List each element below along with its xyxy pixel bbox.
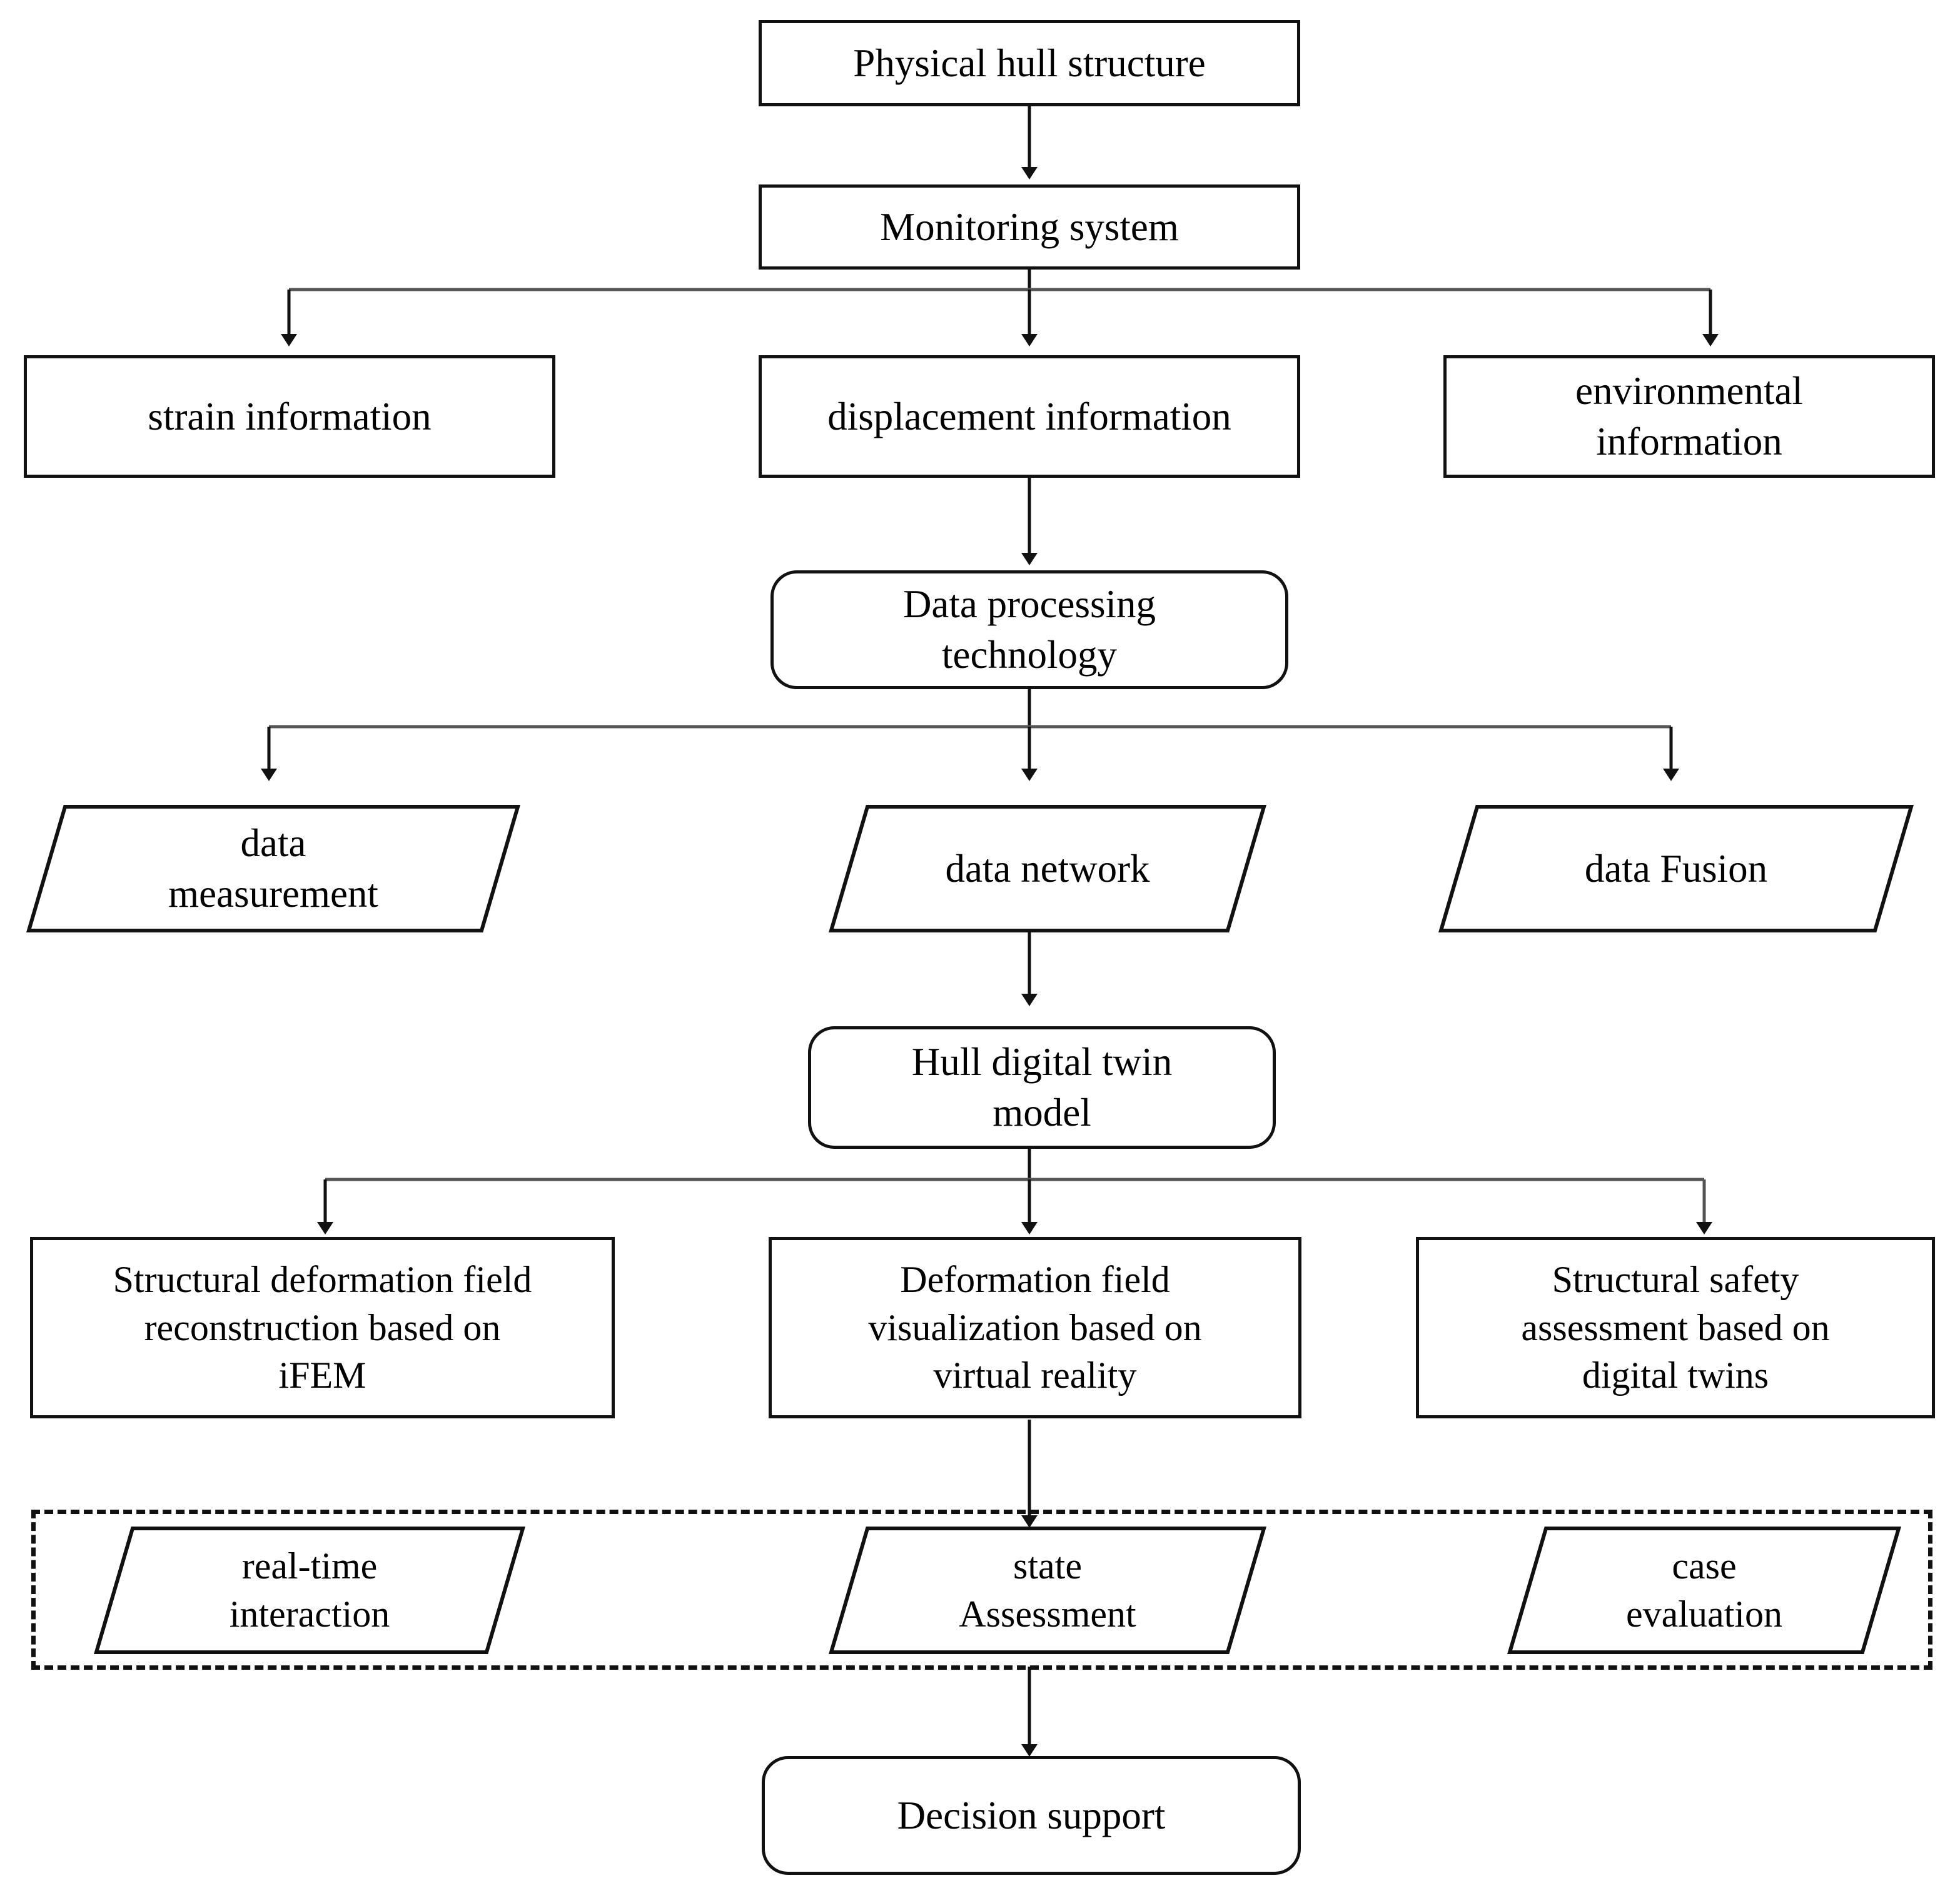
edge-twin-to-applications-bus bbox=[317, 1148, 1712, 1234]
node-data-processing-technology[interactable]: Data processing technology bbox=[770, 570, 1288, 689]
node-data-fusion[interactable]: data Fusion bbox=[1438, 804, 1914, 933]
node-label: strain information bbox=[148, 394, 432, 438]
node-label: Structural deformation field reconstruct… bbox=[113, 1258, 532, 1396]
node-label: Data processing technology bbox=[902, 582, 1156, 677]
node-label: Physical hull structure bbox=[853, 41, 1206, 85]
node-label: displacement information bbox=[827, 394, 1231, 438]
node-deformation-field-visualization[interactable]: Deformation field visualization based on… bbox=[769, 1237, 1301, 1418]
node-label: case evaluation bbox=[1626, 1545, 1782, 1635]
node-label: data network bbox=[945, 846, 1150, 891]
node-monitoring-system[interactable]: Monitoring system bbox=[759, 184, 1300, 270]
node-data-network[interactable]: data network bbox=[829, 804, 1266, 933]
parallelogram-shape bbox=[1507, 1527, 1901, 1654]
edge-processing-to-data-bus bbox=[261, 688, 1679, 781]
node-strain-information[interactable]: strain information bbox=[24, 355, 555, 478]
application-group-dashed-container bbox=[31, 1510, 1932, 1670]
node-data-measurement[interactable]: data measurement bbox=[26, 804, 520, 933]
parallelogram-shape bbox=[829, 805, 1266, 932]
node-label: Monitoring system bbox=[880, 204, 1179, 249]
node-state-assessment[interactable]: state Assessment bbox=[829, 1526, 1266, 1655]
edge-monitoring-to-info-bus bbox=[281, 269, 1719, 346]
node-environmental-information[interactable]: environmental information bbox=[1443, 355, 1935, 478]
node-structural-safety-assessment[interactable]: Structural safety assessment based on di… bbox=[1416, 1237, 1935, 1418]
node-label: real-time interaction bbox=[229, 1545, 390, 1635]
node-case-evaluation[interactable]: case evaluation bbox=[1507, 1526, 1901, 1655]
node-label: environmental information bbox=[1575, 369, 1803, 463]
node-label: Structural safety assessment based on di… bbox=[1521, 1258, 1830, 1396]
parallelogram-shape bbox=[94, 1527, 525, 1654]
node-label: Deformation field visualization based on… bbox=[868, 1258, 1202, 1396]
node-label: data Fusion bbox=[1584, 846, 1768, 891]
node-decision-support[interactable]: Decision support bbox=[762, 1756, 1301, 1875]
parallelogram-shape bbox=[829, 1527, 1266, 1654]
node-displacement-information[interactable]: displacement information bbox=[759, 355, 1300, 478]
node-hull-digital-twin-model[interactable]: Hull digital twin model bbox=[808, 1026, 1276, 1149]
node-label: Decision support bbox=[897, 1793, 1166, 1837]
node-structural-deformation-field[interactable]: Structural deformation field reconstruct… bbox=[30, 1237, 615, 1418]
parallelogram-shape bbox=[26, 805, 520, 932]
node-label: data measurement bbox=[168, 821, 378, 916]
node-real-time-interaction[interactable]: real-time interaction bbox=[94, 1526, 525, 1655]
node-physical-hull-structure[interactable]: Physical hull structure bbox=[759, 20, 1300, 106]
parallelogram-shape bbox=[1438, 805, 1914, 932]
node-label: state Assessment bbox=[959, 1545, 1136, 1635]
node-label: Hull digital twin model bbox=[911, 1040, 1173, 1134]
